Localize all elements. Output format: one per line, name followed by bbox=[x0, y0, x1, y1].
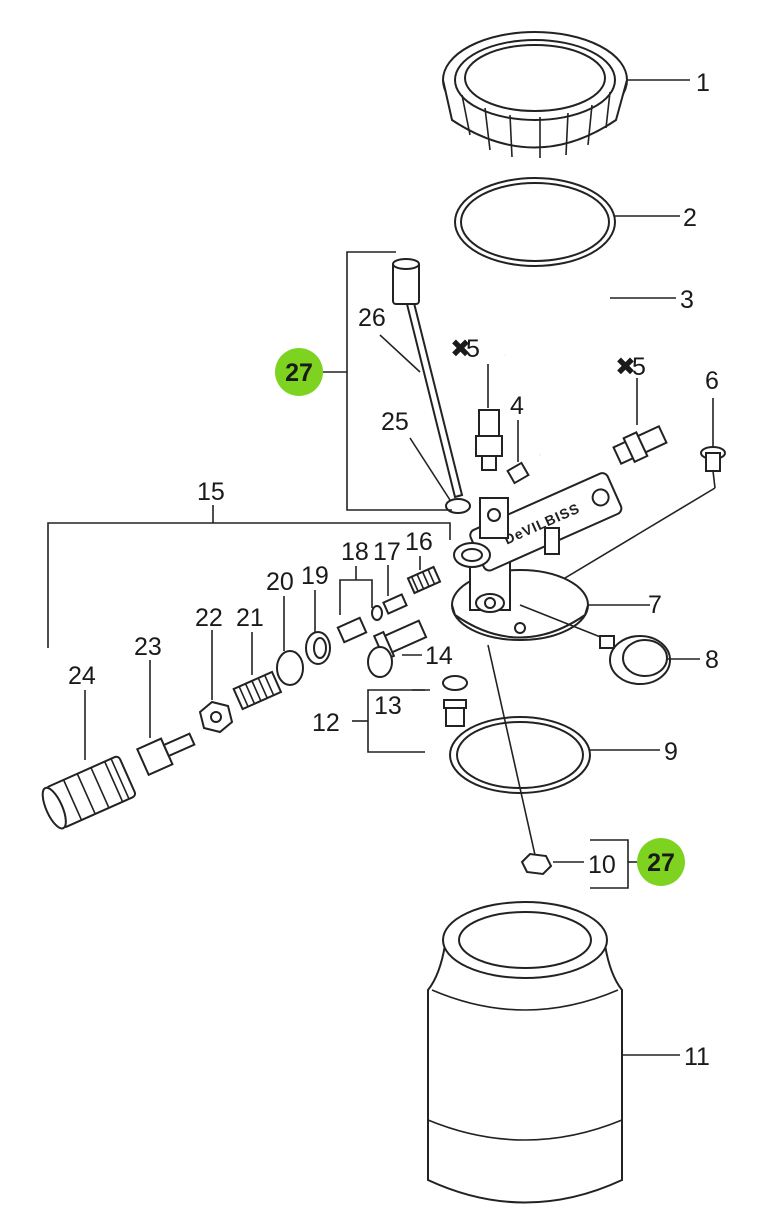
part-6-valve bbox=[519, 398, 726, 606]
part-14-valve bbox=[367, 619, 428, 678]
kit-badge-27-top: 27 bbox=[275, 348, 323, 396]
label-25: 25 bbox=[381, 408, 409, 436]
part-26-tube bbox=[379, 258, 464, 499]
label-16: 16 bbox=[405, 528, 433, 556]
part-9-gasket bbox=[449, 716, 660, 794]
label-7: 7 bbox=[648, 591, 662, 619]
part-10-nut bbox=[487, 644, 640, 889]
label-9: 9 bbox=[664, 738, 678, 766]
label-5-left-mark: ✖ bbox=[450, 335, 471, 363]
part-11-cup bbox=[427, 901, 680, 1204]
part-5-fitting-right bbox=[612, 378, 668, 466]
part-18-seat bbox=[336, 566, 383, 644]
label-17: 17 bbox=[373, 538, 401, 566]
part-23-screw bbox=[135, 660, 196, 777]
label-26: 26 bbox=[358, 304, 386, 332]
part-3-handle bbox=[502, 277, 676, 456]
label-4: 4 bbox=[510, 392, 524, 420]
part-4-nut bbox=[506, 420, 530, 485]
label-21: 21 bbox=[236, 604, 264, 632]
kit-badge-27-bottom: 27 bbox=[637, 838, 685, 886]
part-17-pin bbox=[382, 565, 408, 615]
label-12: 12 bbox=[312, 709, 340, 737]
part-1-lid-ring bbox=[442, 31, 690, 158]
part-21-spring bbox=[232, 632, 283, 711]
part-5-fitting-left bbox=[475, 364, 503, 471]
label-20: 20 bbox=[266, 568, 294, 596]
part-labels: 1 2 3 4 ✖ 5 ✖ 5 6 7 8 9 10 11 12 13 14 1… bbox=[68, 69, 719, 1071]
label-8: 8 bbox=[705, 646, 719, 674]
label-5-right: 5 bbox=[632, 353, 646, 381]
label-15: 15 bbox=[197, 478, 225, 506]
part-8-gauge bbox=[519, 604, 700, 685]
part-25-oring bbox=[409, 437, 471, 514]
kit-27-bracket-top bbox=[322, 251, 452, 511]
label-22: 22 bbox=[195, 604, 223, 632]
manifold-head: DeVILBISS bbox=[451, 472, 650, 641]
label-24: 24 bbox=[68, 662, 96, 690]
label-14: 14 bbox=[425, 642, 453, 670]
label-1: 1 bbox=[696, 69, 710, 97]
part-24-knob bbox=[41, 690, 137, 830]
part-16-spring bbox=[406, 556, 442, 595]
kit-badge-27-top-label: 27 bbox=[285, 359, 313, 387]
part-19-washer bbox=[305, 590, 331, 665]
kit-badge-27-bottom-label: 27 bbox=[647, 849, 675, 877]
label-5-left: 5 bbox=[466, 335, 480, 363]
label-3: 3 bbox=[680, 286, 694, 314]
part-20-oring bbox=[276, 596, 304, 686]
label-10: 10 bbox=[588, 851, 616, 879]
label-6: 6 bbox=[705, 367, 719, 395]
label-18: 18 bbox=[341, 538, 369, 566]
label-23: 23 bbox=[134, 633, 162, 661]
part-12-fitting bbox=[352, 689, 467, 753]
part-13-oring bbox=[412, 675, 468, 691]
part-22-nut bbox=[198, 630, 234, 734]
label-19: 19 bbox=[301, 562, 329, 590]
label-2: 2 bbox=[683, 204, 697, 232]
part-15-bracket bbox=[47, 505, 451, 648]
label-11: 11 bbox=[684, 1043, 710, 1071]
label-13: 13 bbox=[374, 692, 402, 720]
label-5-right-mark: ✖ bbox=[615, 353, 636, 381]
part-2-gasket bbox=[454, 177, 680, 267]
